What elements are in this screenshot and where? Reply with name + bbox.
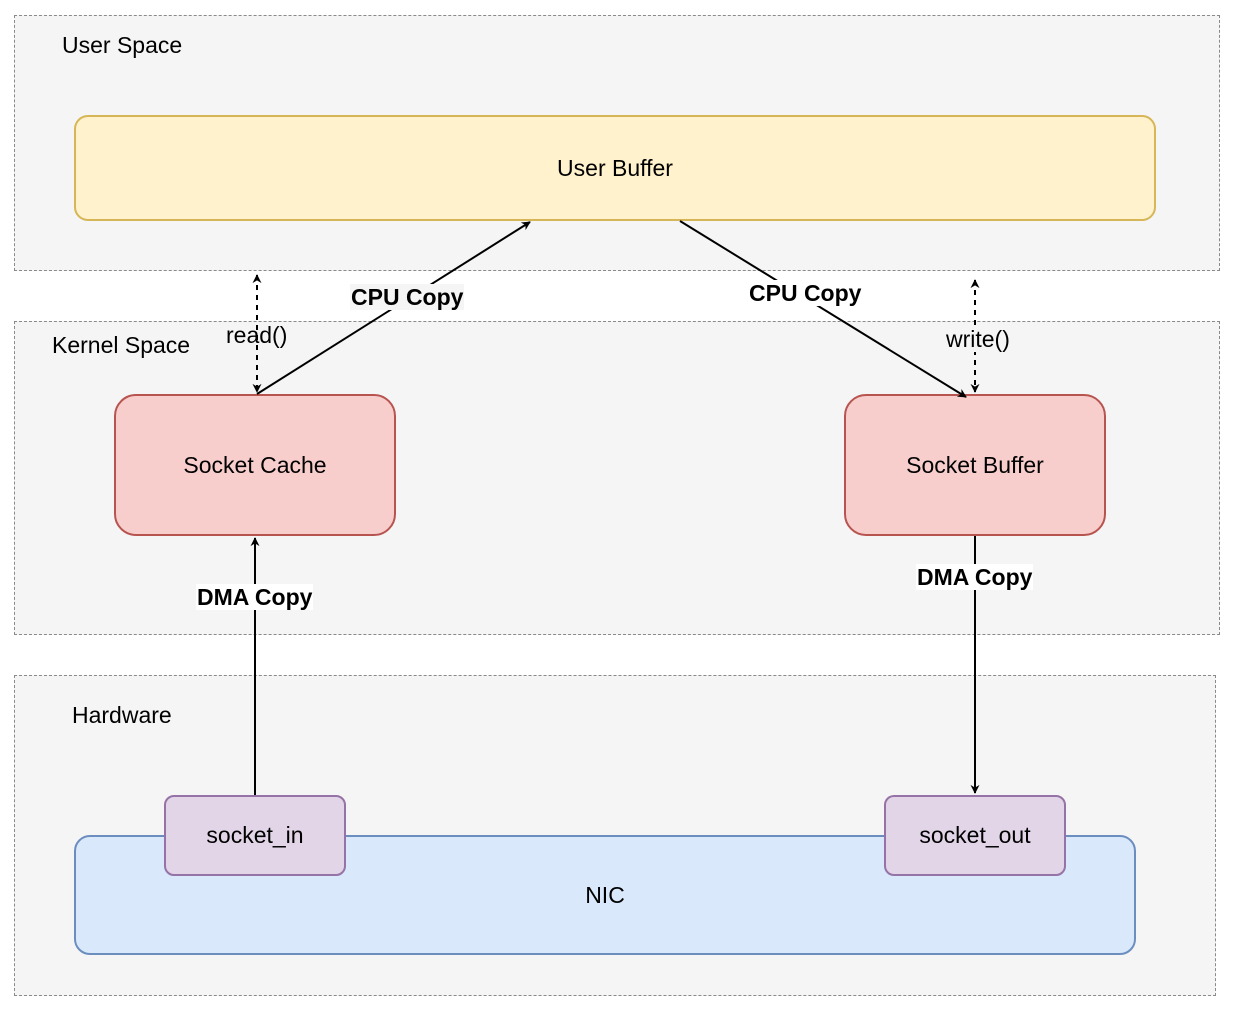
write-call-label: write() <box>945 326 1011 352</box>
cpu-copy-write-label: CPU Copy <box>748 280 863 306</box>
dma-copy-in-label: DMA Copy <box>196 584 314 610</box>
user-buffer-node: User Buffer <box>74 115 1156 221</box>
socket-out-node: socket_out <box>884 795 1066 876</box>
nic-label: NIC <box>585 881 625 908</box>
dma-copy-out-label: DMA Copy <box>916 564 1034 590</box>
user-space-label: User Space <box>62 32 183 58</box>
read-call-label: read() <box>226 322 288 348</box>
hardware-label: Hardware <box>72 702 172 728</box>
socket-out-label: socket_out <box>919 822 1031 848</box>
socket-cache-label: Socket Cache <box>183 451 327 478</box>
socket-cache-node: Socket Cache <box>114 394 396 536</box>
user-buffer-label: User Buffer <box>557 154 673 181</box>
cpu-copy-read-label: CPU Copy <box>350 284 465 310</box>
socket-buffer-node: Socket Buffer <box>844 394 1106 536</box>
socket-buffer-label: Socket Buffer <box>906 451 1044 478</box>
socket-in-node: socket_in <box>164 795 346 876</box>
socket-in-label: socket_in <box>206 822 304 848</box>
kernel-space-label: Kernel Space <box>52 332 191 358</box>
